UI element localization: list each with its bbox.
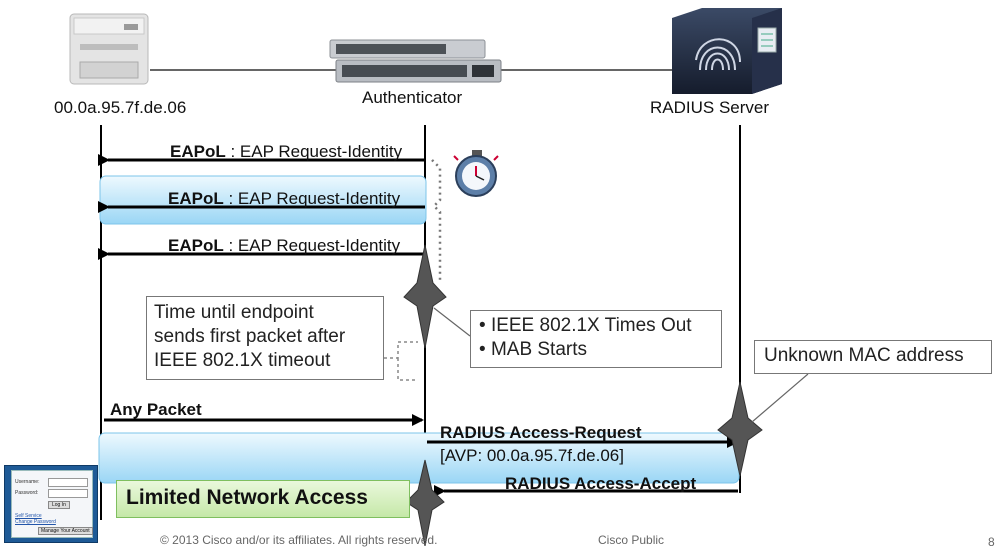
self-service-link[interactable]: Self Service	[15, 513, 42, 519]
status-callout-pointer	[433, 307, 471, 337]
endpoint-label: 00.0a.95.7f.de.06	[54, 98, 187, 117]
bullet-icon: •	[479, 315, 486, 336]
mac-callout-pointer	[751, 373, 809, 423]
username-field[interactable]	[48, 478, 88, 487]
message-eapol-1: EAPoL : EAP Request-Identity	[170, 142, 402, 162]
stopwatch-icon	[453, 150, 499, 197]
message-separator: :	[223, 236, 238, 255]
login-button[interactable]: Log In	[48, 501, 70, 509]
message-radius-accept: RADIUS Access-Accept	[505, 474, 697, 493]
page-number: 8	[988, 535, 995, 549]
status-bullet-text: IEEE 802.1X Times Out	[490, 315, 692, 336]
username-label: Username:	[15, 479, 40, 485]
timeout-note-line: Time until endpoint	[154, 302, 314, 323]
password-label: Password:	[15, 490, 39, 496]
switch-icon	[329, 39, 502, 83]
change-password-link[interactable]: Change Password	[15, 519, 56, 525]
copyright-text: © 2013 Cisco and/or its affiliates. All …	[160, 533, 438, 547]
timeout-note-line: sends first packet after	[154, 326, 346, 347]
message-text: EAP Request-Identity	[239, 142, 403, 161]
message-radius-request-avp: [AVP: 00.0a.95.7f.de.06]	[440, 446, 624, 465]
radius-server-label: RADIUS Server	[650, 98, 770, 117]
login-form: Username: Password: Log In Self Service …	[11, 470, 93, 538]
timeout-note: Time until endpoint sends first packet a…	[146, 296, 384, 380]
message-text: EAP Request-Identity	[237, 189, 401, 208]
message-any-packet: Any Packet	[110, 400, 202, 419]
status-bullet-text: MAB Starts	[490, 339, 588, 360]
status-callout: • IEEE 802.1X Times Out • MAB Starts	[470, 310, 722, 368]
message-separator: :	[223, 189, 238, 208]
status-bullet: • IEEE 802.1X Times Out	[479, 314, 721, 338]
message-protocol: EAPoL	[170, 142, 226, 161]
classification-text: Cisco Public	[598, 533, 665, 547]
access-star-icon	[405, 459, 445, 546]
message-protocol: EAPoL	[168, 236, 224, 255]
timeout-star-icon	[403, 244, 447, 349]
authenticator-label: Authenticator	[362, 88, 463, 107]
message-eapol-3: EAPoL : EAP Request-Identity	[168, 236, 400, 256]
retry-band	[99, 175, 427, 225]
timeout-bracket	[372, 341, 418, 381]
message-protocol: EAPoL	[168, 189, 224, 208]
timeout-note-line: IEEE 802.1X timeout	[154, 350, 331, 371]
bullet-icon: •	[479, 339, 486, 360]
unknown-mac-callout: Unknown MAC address	[754, 340, 992, 374]
printer-icon	[69, 13, 149, 85]
login-page-thumbnail: Username: Password: Log In Self Service …	[4, 465, 98, 543]
message-radius-request: RADIUS Access-Request	[440, 423, 642, 442]
timer-dotted-path	[431, 159, 442, 280]
limited-access-box: Limited Network Access	[116, 480, 410, 518]
manage-account-button[interactable]: Manage Your Account	[38, 527, 93, 535]
status-bullet: • MAB Starts	[479, 338, 721, 362]
fingerprint-server-icon	[672, 8, 782, 94]
message-separator: :	[225, 142, 240, 161]
message-text: EAP Request-Identity	[237, 236, 401, 255]
message-eapol-2: EAPoL : EAP Request-Identity	[168, 189, 400, 209]
password-field[interactable]	[48, 489, 88, 498]
